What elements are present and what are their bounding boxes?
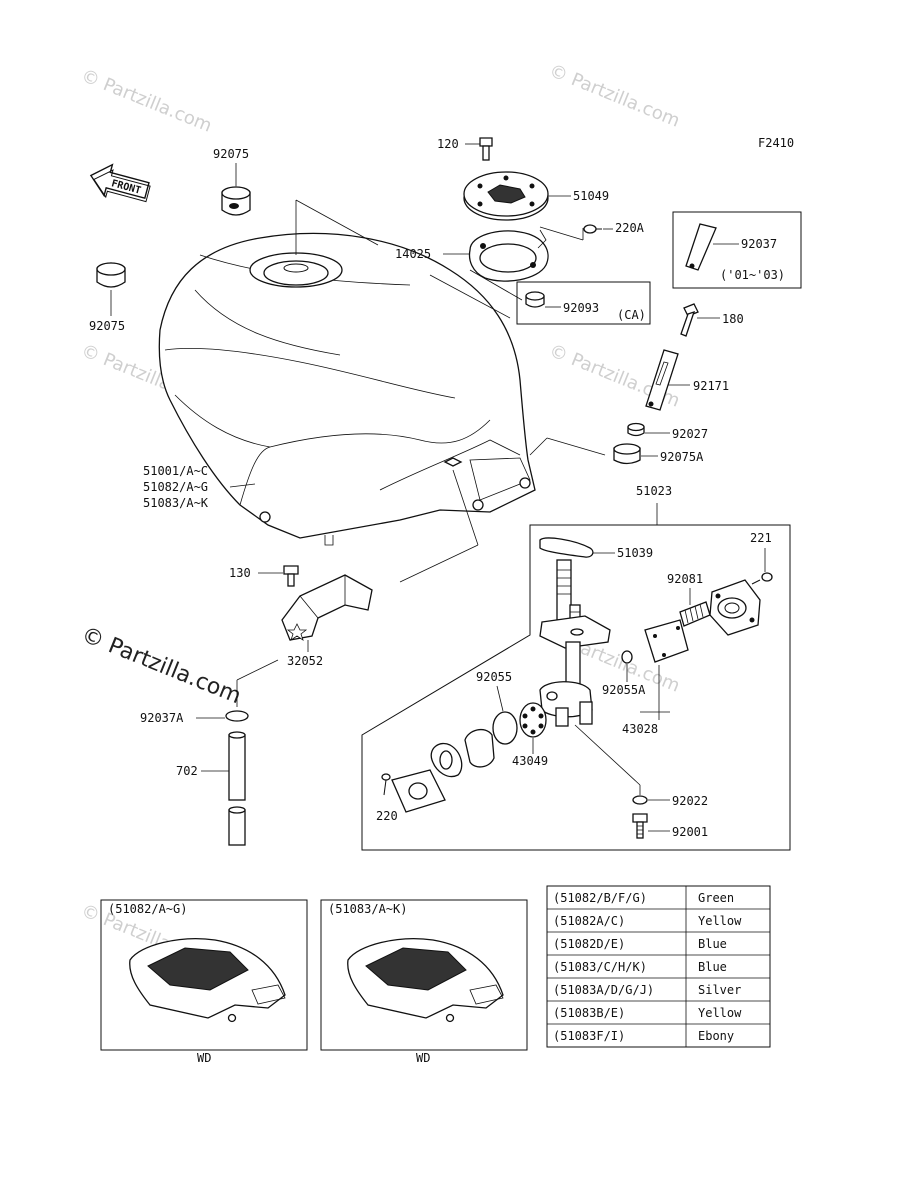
diagram-code: F2410 [758,136,794,150]
callout-51083: 51083/A~K [143,496,209,510]
table-cell-part: (51082/B/F/G) [553,891,647,905]
cover-221-assembly [709,579,761,636]
callout-92001: 92001 [672,825,708,839]
damper-92075-top [221,186,251,216]
table-cell-color: Ebony [698,1029,734,1043]
lever-parts [391,728,495,813]
bracket-32052 [281,574,373,641]
callout-92037: 92037 [741,237,777,251]
grommet-92027 [627,422,645,437]
damper-92075-left [96,262,126,288]
callout-92055: 92055 [476,670,512,684]
watermark-1: © Partzilla.com [78,65,215,137]
screw-220A [583,224,602,234]
variant-caption-2: WD [416,1051,430,1065]
callout-92075-left: 92075 [89,319,125,333]
oring-92055 [492,711,518,745]
spring-92081 [679,601,711,627]
callout-220: 220 [376,809,398,823]
callout-ca: (CA) [617,308,646,322]
clip-92037A [225,710,249,722]
callout-51001: 51001/A~C [143,464,208,478]
callout-120: 120 [437,137,459,151]
callout-92037A: 92037A [140,711,184,725]
screw-221 [751,572,773,585]
hose-702 [228,731,246,846]
callout-92075A: 92075A [660,450,704,464]
fuel-tank [158,232,536,546]
callout-92093: 92093 [563,301,599,315]
bolt-120 [479,137,493,161]
cap-base-14025 [468,229,549,282]
bracket-92171 [645,349,679,411]
callout-92022: 92022 [672,794,708,808]
callout-130: 130 [229,566,251,580]
valve-43049 [519,702,547,738]
grommet-92093 [525,291,545,308]
table-cell-color: Yellow [698,914,742,928]
callout-92075-top: 92075 [213,147,249,161]
cap-51049 [463,171,549,221]
table-cell-part: (51083/C/H/K) [553,960,647,974]
callout-14025: 14025 [395,247,431,261]
bolt-130 [283,565,299,587]
callout-92081: 92081 [667,572,703,586]
bolt-92001 [632,813,648,839]
ca-box [516,281,651,325]
table-cell-part: (51083B/E) [553,1006,625,1020]
callout-702: 702 [176,764,198,778]
variant-title-2: (51083/A~K) [328,902,407,916]
watermark-main: © Partzilla.com [78,622,245,709]
years-box [672,211,802,289]
front-arrow: FRONT [89,163,151,203]
washer-92022 [632,795,648,805]
callout-32052: 32052 [287,654,323,668]
callout-43028: 43028 [622,722,658,736]
callout-180: 180 [722,312,744,326]
callout-220A: 220A [615,221,645,235]
table-cell-color: Blue [698,960,727,974]
variant-box-2: (51083/A~K) WD [320,899,528,1065]
strap-92037 [685,223,717,271]
table-cell-part: (51082A/C) [553,914,625,928]
color-table: (51082/B/F/G) Green (51082A/C) Yellow (5… [546,885,771,1048]
fuel-cock-body [539,559,611,727]
screw-220 [381,773,391,796]
watermark-2: © Partzilla.com [546,60,683,132]
damper-92075A [613,443,641,465]
callout-92055A: 92055A [602,683,646,697]
callout-51049: 51049 [573,189,609,203]
table-cell-color: Yellow [698,1006,742,1020]
oring-92055A [621,650,633,664]
table-cell-color: Blue [698,937,727,951]
variant-caption-1: WD [197,1051,211,1065]
callout-92171: 92171 [693,379,729,393]
callout-43049: 43049 [512,754,548,768]
table-cell-part: (51083F/I) [553,1029,625,1043]
callout-92027: 92027 [672,427,708,441]
diaphragm-43028 [644,619,689,663]
table-cell-color: Green [698,891,734,905]
table-cell-part: (51082D/E) [553,937,625,951]
bolt-180 [680,303,699,337]
fuel-cock-box [361,524,791,851]
variant-box-1: (51082/A~G) WD [100,899,308,1065]
callout-51023: 51023 [636,484,672,498]
table-cell-part: (51083A/D/G/J) [553,983,654,997]
table-cell-color: Silver [698,983,741,997]
variant-title-1: (51082/A~G) [108,902,187,916]
callout-92037-years: ('01~'03) [720,268,785,282]
callout-221: 221 [750,531,772,545]
callout-51082: 51082/A~G [143,480,208,494]
oring-51039 [539,537,594,558]
callout-51039: 51039 [617,546,653,560]
